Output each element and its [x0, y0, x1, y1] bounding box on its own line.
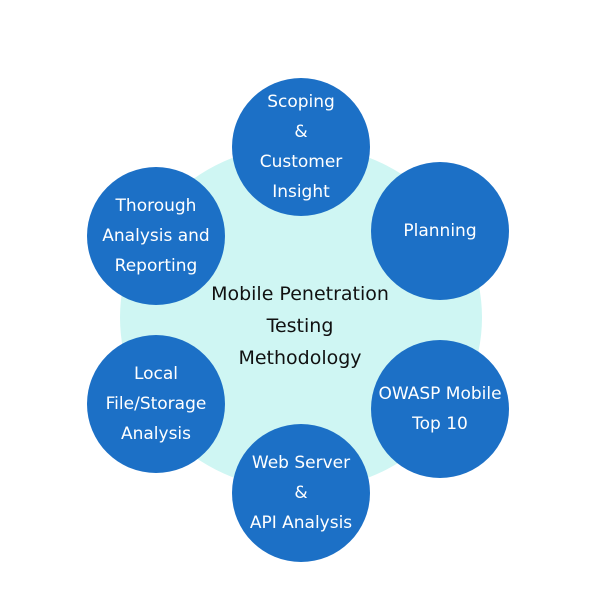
step-node-reporting: Thorough Analysis and Reporting — [87, 167, 225, 305]
center-title-line: Mobile Penetration — [211, 283, 389, 305]
step-label-line: Top 10 — [412, 414, 468, 434]
step-node-local-storage: Local File/Storage Analysis — [87, 335, 225, 473]
step-label-line: & — [294, 122, 308, 142]
step-label-line: Analysis — [120, 424, 192, 444]
step-node-scoping: Scoping & Customer Insight — [232, 78, 370, 216]
step-label-line: Planning — [403, 221, 477, 241]
step-label-line: Insight — [272, 182, 330, 202]
step-node-web-server: Web Server & API Analysis — [232, 424, 370, 562]
step-label-line: Scoping — [267, 92, 335, 112]
center-title-line: Methodology — [238, 347, 362, 369]
step-label-line: OWASP Mobile — [378, 384, 502, 404]
step-label-line: Thorough — [115, 196, 197, 216]
step-label-line: API Analysis — [249, 513, 353, 533]
step-label-line: Reporting — [114, 256, 198, 276]
center-title: Mobile Penetration Testing Methodology — [190, 278, 410, 374]
step-label-line: & — [294, 483, 308, 503]
center-title-line: Testing — [266, 315, 334, 337]
step-label-line: Local — [133, 364, 179, 384]
step-node-planning: Planning — [371, 162, 509, 300]
step-label-line: Analysis and — [102, 226, 210, 246]
step-label-line: Customer — [259, 152, 343, 172]
step-label-line: Web Server — [251, 453, 351, 473]
step-node-owasp: OWASP Mobile Top 10 — [371, 340, 509, 478]
step-label-line: File/Storage — [105, 394, 207, 414]
